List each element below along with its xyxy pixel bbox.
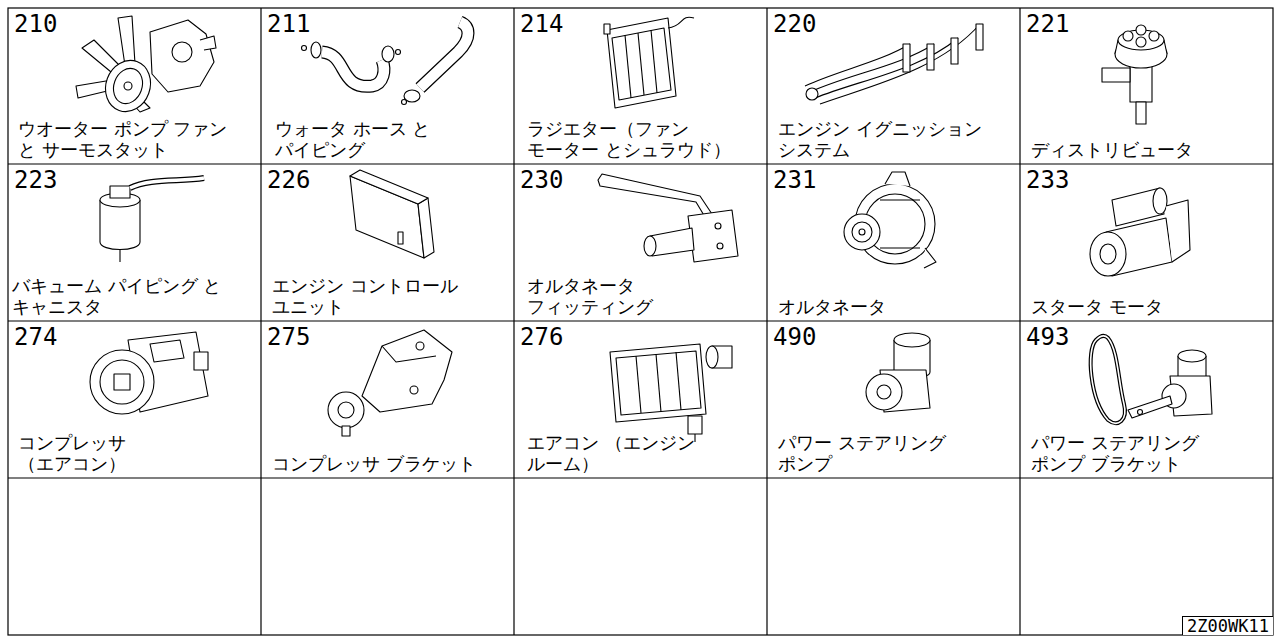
callout-number: 276: [520, 324, 563, 350]
part-group-name: ディストリビュータ: [1031, 139, 1251, 160]
part-group-name: コンプレッサ （エアコン）: [18, 432, 238, 474]
catalog-cell: 211 ウォータ ホース と パイピング: [261, 8, 514, 164]
distributor-drawing: [1102, 25, 1167, 124]
catalog-cell: 221 ディストリビュータ: [1020, 8, 1273, 164]
part-group-name: エンジン イグニッション システム: [778, 118, 998, 160]
part-group-name: エンジン コントロール ユニット: [272, 275, 492, 317]
part-group-name: スタータ モータ: [1031, 296, 1251, 317]
control-unit-drawing: [350, 170, 434, 258]
part-group-name: オルタネータ フィッティング: [527, 275, 747, 317]
callout-number: 211: [267, 11, 310, 37]
part-group-name: ラジエター（ファン モーター とシュラウド）: [527, 118, 747, 160]
catalog-cell: 233 スタータ モータ: [1020, 164, 1273, 321]
callout-number: 274: [14, 324, 57, 350]
callout-number: 275: [267, 324, 310, 350]
steering-pump-drawing: [866, 333, 930, 412]
catalog-cell: 230 オルタネータ フィッティング: [514, 164, 767, 321]
part-group-name: バキューム パイピング と キャニスタ: [12, 275, 232, 317]
drawing-code: 2Z00WK11: [1187, 617, 1269, 635]
part-group-name: パワー ステアリング ポンプ: [778, 432, 998, 474]
catalog-cell: 276 エアコン （エンジン ルーム）: [514, 321, 767, 478]
part-group-name: コンプレッサ ブラケット: [272, 453, 492, 474]
index-grid: [8, 8, 1273, 635]
callout-number: 221: [1026, 11, 1069, 37]
canister-drawing: [100, 178, 204, 262]
part-group-name: ウオーター ポンプ ファン と サーモスタット: [18, 118, 238, 160]
alternator-bracket-drawing: [598, 174, 738, 262]
callout-number: 210: [14, 11, 57, 37]
catalog-cell: 223 バキューム パイピング と キャニスタ: [8, 164, 261, 321]
callout-number: 490: [773, 324, 816, 350]
radiator-drawing: [604, 17, 694, 108]
catalog-cell: 275 コンプレッサ ブラケット: [261, 321, 514, 478]
water-hose-drawing: [302, 22, 469, 105]
catalog-cell: 493 パワー ステアリング ポンプ ブラケット: [1020, 321, 1273, 478]
steering-bracket-drawing: [1091, 336, 1212, 423]
callout-number: 214: [520, 11, 563, 37]
callout-number: 231: [773, 167, 816, 193]
compressor-bracket-drawing: [328, 330, 452, 436]
callout-number: 233: [1026, 167, 1069, 193]
catalog-cell: 226 エンジン コントロール ユニット: [261, 164, 514, 321]
ignition-wire-drawing: [805, 24, 983, 104]
part-group-name: オルタネータ: [778, 296, 998, 317]
water-pump-drawing: [76, 16, 216, 118]
callout-number: 220: [773, 11, 816, 37]
compressor-drawing: [90, 332, 208, 414]
callout-number: 493: [1026, 324, 1069, 350]
catalog-cell: 214 ラジエター（ファン モーター とシュラウド）: [514, 8, 767, 164]
condenser-drawing: [610, 344, 732, 442]
part-group-name: パワー ステアリング ポンプ ブラケット: [1031, 432, 1251, 474]
catalog-cell: 210 ウオーター ポンプ ファン と サーモスタット: [8, 8, 261, 164]
catalog-cell: 274 コンプレッサ （エアコン）: [8, 321, 261, 478]
catalog-cell: 220 エンジン イグニッション システム: [767, 8, 1020, 164]
catalog-cell: 490 パワー ステアリング ポンプ: [767, 321, 1020, 478]
starter-motor-drawing: [1090, 188, 1190, 276]
catalog-cell: 231 オルタネータ: [767, 164, 1020, 321]
alternator-drawing: [844, 172, 936, 268]
part-group-name: ウォータ ホース と パイピング: [275, 118, 495, 160]
callout-number: 223: [14, 167, 57, 193]
callout-number: 226: [267, 167, 310, 193]
part-group-name: エアコン （エンジン ルーム）: [527, 432, 747, 474]
callout-number: 230: [520, 167, 563, 193]
drawing-code-box: 2Z00WK11: [1182, 616, 1273, 635]
